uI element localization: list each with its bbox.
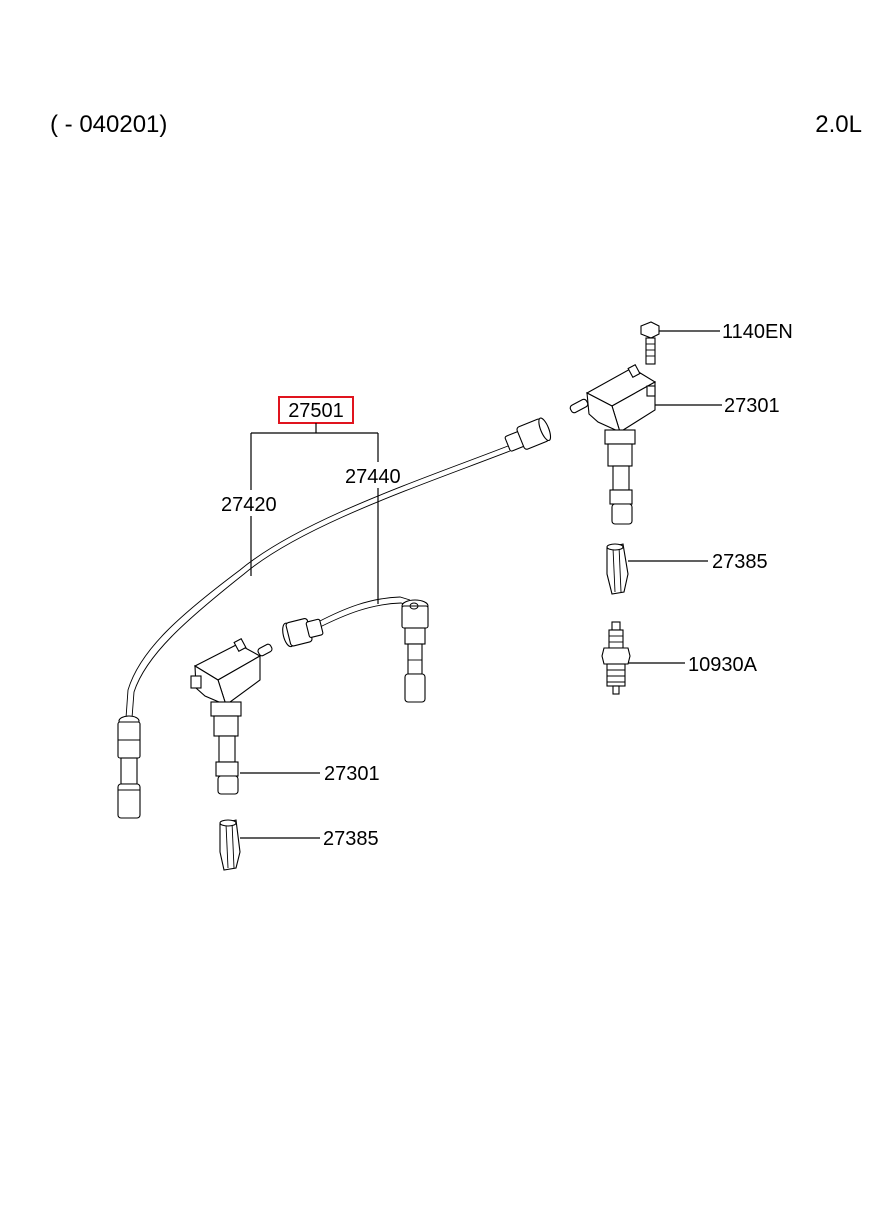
boot-right bbox=[606, 543, 629, 595]
callout-27301-right[interactable]: 27301 bbox=[724, 395, 780, 417]
callout-27501[interactable]: 27501 bbox=[288, 400, 344, 422]
ignition-coil-left bbox=[190, 637, 273, 795]
callout-27420[interactable]: 27420 bbox=[221, 494, 277, 516]
assembly-bracket bbox=[250, 423, 379, 604]
bolt bbox=[640, 321, 660, 365]
engine-label: 2.0L bbox=[815, 111, 862, 138]
callout-27385-left[interactable]: 27385 bbox=[323, 828, 379, 850]
boot-left bbox=[219, 819, 241, 871]
date-range-label: ( - 040201) bbox=[50, 111, 167, 138]
callout-27440[interactable]: 27440 bbox=[345, 466, 401, 488]
callout-27301-left[interactable]: 27301 bbox=[324, 763, 380, 785]
callout-27385-right[interactable]: 27385 bbox=[712, 551, 768, 573]
ignition-cable-long bbox=[117, 417, 552, 819]
callout-1140EN[interactable]: 1140EN bbox=[722, 321, 793, 343]
callout-10930A[interactable]: 10930A bbox=[688, 654, 758, 676]
ignition-coil-right bbox=[569, 363, 657, 525]
ignition-cable-short bbox=[282, 596, 429, 703]
spark-plug bbox=[601, 621, 631, 695]
